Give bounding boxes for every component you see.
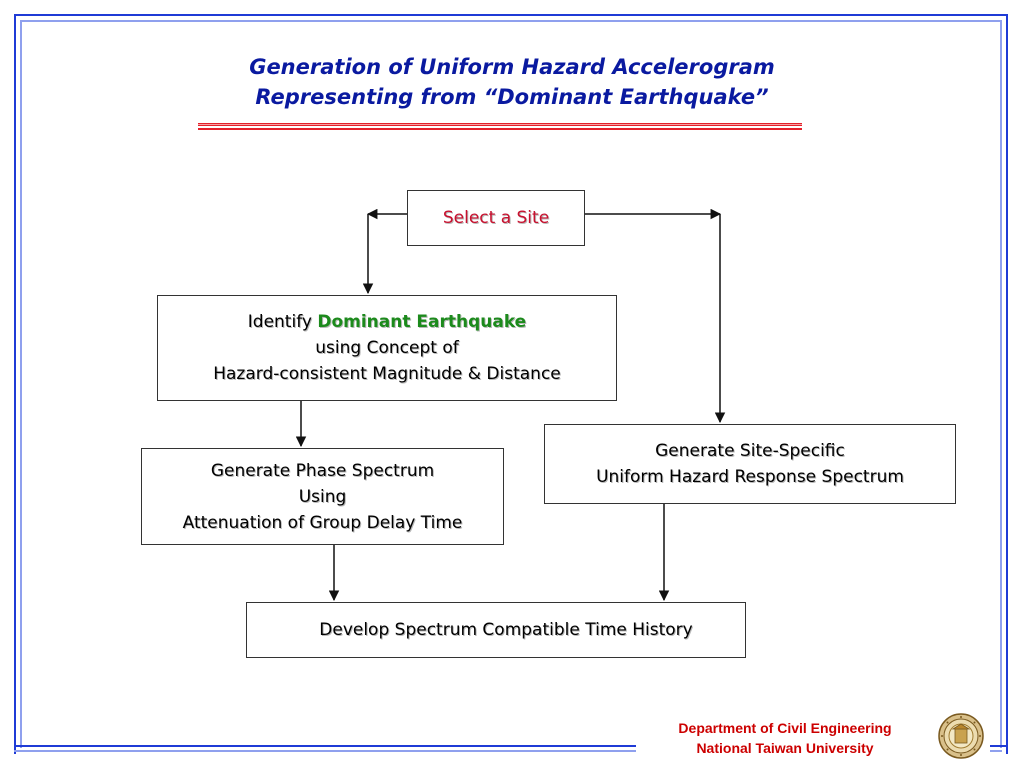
develop-label: Develop Spectrum Compatible Time History <box>319 620 693 640</box>
uhs-line-1: Generate Site-Specific <box>655 441 845 461</box>
identify-line-3: Hazard-consistent Magnitude & Distance <box>213 364 561 384</box>
phase-line-2: Using <box>298 486 347 507</box>
identify-line-1: Identify Dominant Earthquake <box>248 309 526 335</box>
box-select-site: Select a Site <box>407 190 585 246</box>
dominant-earthquake-highlight: Dominant Earthquake <box>317 312 527 332</box>
footer-university: National Taiwan University <box>696 740 874 756</box>
identify-line-2: using Concept of <box>315 338 459 358</box>
phase-line-3: Attenuation of Group Delay Time <box>182 512 463 533</box>
select-site-label: Select a Site <box>442 208 550 228</box>
slide-frame-bottom-right <box>990 745 1008 747</box>
slide-frame-bottom <box>14 745 636 747</box>
box-develop-time-history: Develop Spectrum Compatible Time History <box>246 602 746 658</box>
title-underline-second <box>198 128 802 130</box>
box-generate-phase-spectrum: Generate Phase Spectrum Using Attenuatio… <box>141 448 504 545</box>
uhs-line-2: Uniform Hazard Response Spectrum <box>596 467 904 487</box>
slide-frame-inner <box>20 20 1002 748</box>
title-line-1: Generation of Uniform Hazard Accelerogra… <box>249 55 775 79</box>
slide-title: Generation of Uniform Hazard Accelerogra… <box>150 52 874 112</box>
title-underline-highlight <box>198 124 802 125</box>
box-identify-dominant-earthquake: Identify Dominant Earthquake using Conce… <box>157 295 617 401</box>
slide-frame-bottom-right-inner <box>990 750 1002 752</box>
identify-prefix: Identify <box>247 312 318 332</box>
footer-department: Department of Civil Engineering <box>678 720 892 736</box>
university-seal-icon <box>938 713 984 759</box>
footer-affiliation: Department of Civil Engineering National… <box>640 718 930 758</box>
slide-frame-outer <box>14 14 1008 754</box>
title-line-2: Representing from “Dominant Earthquake” <box>255 85 769 109</box>
slide-frame-bottom-inner <box>14 750 636 752</box>
phase-line-1: Generate Phase Spectrum <box>210 460 435 481</box>
box-generate-uhs: Generate Site-Specific Uniform Hazard Re… <box>544 424 956 504</box>
